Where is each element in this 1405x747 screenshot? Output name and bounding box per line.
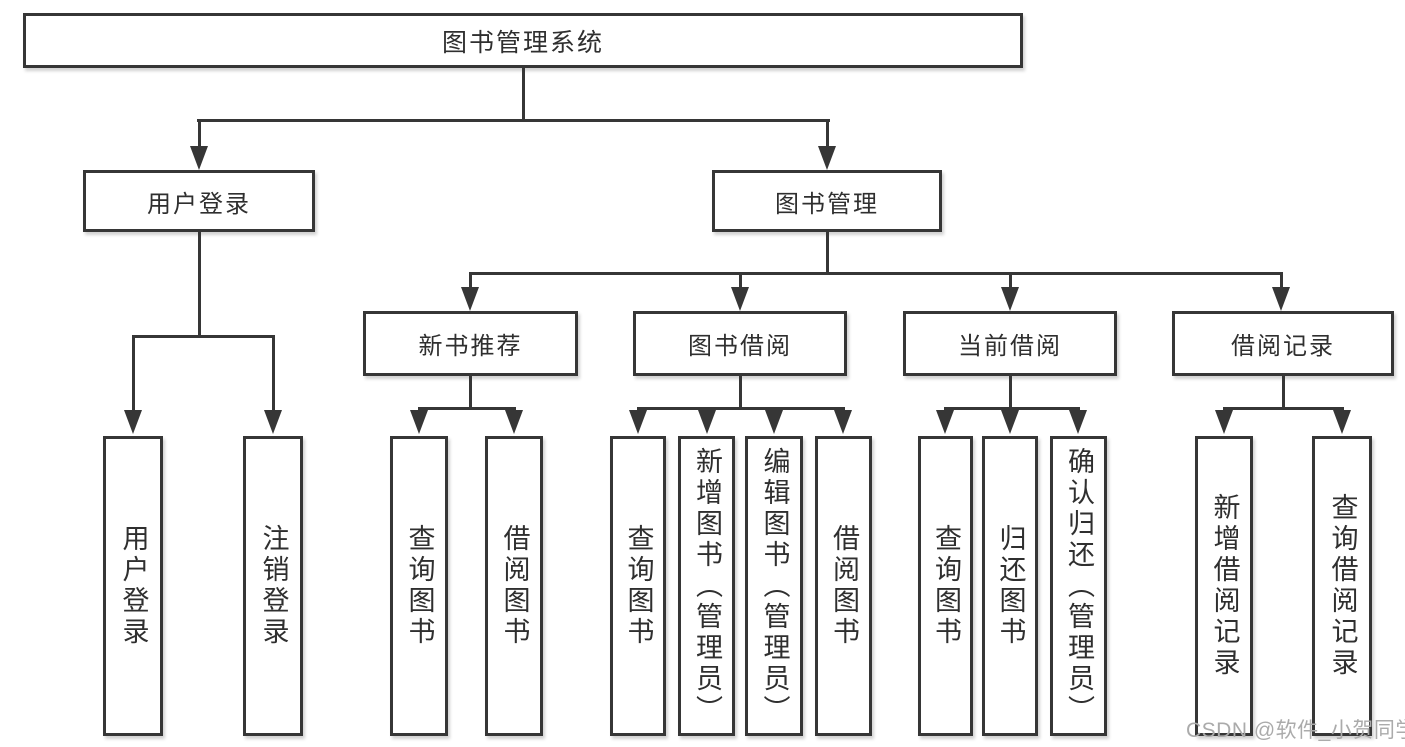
arrow-down-icon bbox=[410, 410, 428, 434]
arrow-down-icon bbox=[936, 410, 954, 434]
leaf-logout-label: 注销登录 bbox=[258, 524, 289, 648]
arrow-down-icon bbox=[1215, 410, 1233, 434]
arrow-down-icon bbox=[124, 410, 142, 434]
v-line bbox=[197, 119, 201, 148]
arrow-down-icon bbox=[1333, 410, 1351, 434]
leaf-recommend-query-books-label: 查询图书 bbox=[404, 524, 435, 648]
leaf-recommend-borrow-books: 借阅图书 bbox=[485, 436, 543, 736]
v-line bbox=[738, 376, 742, 407]
csdn-watermark: CSDN @软件_小贺同学 bbox=[1186, 719, 1405, 742]
leaf-edit-books-admin-label: 编辑图书（管理员） bbox=[759, 446, 790, 726]
node-borrowing-records-label: 借阅记录 bbox=[1231, 333, 1335, 360]
leaf-add-books-admin-label: 新增图书（管理员） bbox=[692, 446, 722, 726]
leaf-add-books-admin: 新增图书（管理员） bbox=[678, 436, 735, 736]
leaf-borrowing-borrow-books: 借阅图书 bbox=[815, 436, 872, 736]
leaf-borrowing-query-books: 查询图书 bbox=[610, 436, 666, 736]
leaf-current-query-books: 查询图书 bbox=[918, 436, 973, 736]
v-line bbox=[197, 232, 201, 335]
arrow-down-icon bbox=[765, 410, 783, 434]
leaf-user-login-label: 用户登录 bbox=[118, 524, 149, 648]
h-line bbox=[131, 335, 275, 338]
h-line bbox=[636, 407, 845, 410]
v-line bbox=[1281, 376, 1285, 407]
leaf-return-books: 归还图书 bbox=[982, 436, 1038, 736]
v-line bbox=[1008, 272, 1012, 289]
leaf-return-books-label: 归还图书 bbox=[995, 524, 1026, 648]
node-current-borrowing: 当前借阅 bbox=[903, 311, 1117, 376]
leaf-query-borrowing-record-label: 查询借阅记录 bbox=[1327, 493, 1358, 679]
arrow-down-icon bbox=[1001, 410, 1019, 434]
h-line bbox=[943, 407, 1080, 410]
node-book-borrowing: 图书借阅 bbox=[633, 311, 847, 376]
v-line bbox=[131, 335, 135, 412]
h-line bbox=[197, 119, 830, 122]
arrow-down-icon bbox=[698, 410, 716, 434]
v-line bbox=[468, 376, 472, 407]
arrow-down-icon bbox=[264, 410, 282, 434]
node-new-book-recommendation-label: 新书推荐 bbox=[418, 333, 523, 360]
h-line bbox=[417, 407, 516, 410]
arrow-down-icon bbox=[834, 410, 852, 434]
node-book-management: 图书管理 bbox=[712, 170, 942, 232]
leaf-borrowing-query-books-label: 查询图书 bbox=[623, 524, 654, 648]
node-book-borrowing-label: 图书借阅 bbox=[688, 333, 792, 360]
node-root-library-management-system: 图书管理系统 bbox=[23, 13, 1023, 68]
leaf-add-borrowing-record: 新增借阅记录 bbox=[1195, 436, 1253, 736]
v-line bbox=[825, 232, 829, 272]
arrow-down-icon bbox=[629, 410, 647, 434]
v-line bbox=[825, 119, 829, 148]
v-line bbox=[1279, 272, 1283, 289]
arrow-down-icon bbox=[190, 146, 208, 170]
arrow-down-icon bbox=[461, 287, 479, 311]
leaf-user-login: 用户登录 bbox=[103, 436, 163, 736]
arrow-down-icon bbox=[1001, 287, 1019, 311]
node-user-login: 用户登录 bbox=[83, 170, 315, 232]
leaf-logout: 注销登录 bbox=[243, 436, 303, 736]
node-book-management-label: 图书管理 bbox=[775, 190, 879, 218]
arrow-down-icon bbox=[1069, 410, 1087, 434]
leaf-edit-books-admin: 编辑图书（管理员） bbox=[745, 436, 803, 736]
v-line bbox=[1008, 376, 1012, 407]
v-line bbox=[521, 68, 525, 119]
node-current-borrowing-label: 当前借阅 bbox=[958, 333, 1062, 360]
leaf-borrowing-borrow-books-label: 借阅图书 bbox=[829, 524, 859, 648]
h-line bbox=[468, 272, 1283, 275]
h-line bbox=[1222, 407, 1344, 410]
leaf-current-query-books-label: 查询图书 bbox=[931, 524, 961, 648]
v-line bbox=[738, 272, 742, 289]
node-root-label: 图书管理系统 bbox=[441, 28, 604, 57]
v-line bbox=[271, 335, 275, 412]
arrow-down-icon bbox=[1272, 287, 1290, 311]
v-line bbox=[468, 272, 472, 289]
node-new-book-recommendation: 新书推荐 bbox=[363, 311, 578, 376]
leaf-confirm-return-admin: 确认归还（管理员） bbox=[1050, 436, 1107, 736]
arrow-down-icon bbox=[818, 146, 836, 170]
arrow-down-icon bbox=[505, 410, 523, 434]
arrow-down-icon bbox=[731, 287, 749, 311]
node-borrowing-records: 借阅记录 bbox=[1172, 311, 1394, 376]
leaf-add-borrowing-record-label: 新增借阅记录 bbox=[1209, 493, 1240, 679]
node-user-login-label: 用户登录 bbox=[147, 190, 251, 218]
leaf-recommend-query-books: 查询图书 bbox=[390, 436, 448, 736]
leaf-recommend-borrow-books-label: 借阅图书 bbox=[499, 524, 530, 648]
leaf-confirm-return-admin-label: 确认归还（管理员） bbox=[1064, 446, 1094, 726]
leaf-query-borrowing-record: 查询借阅记录 bbox=[1312, 436, 1372, 736]
